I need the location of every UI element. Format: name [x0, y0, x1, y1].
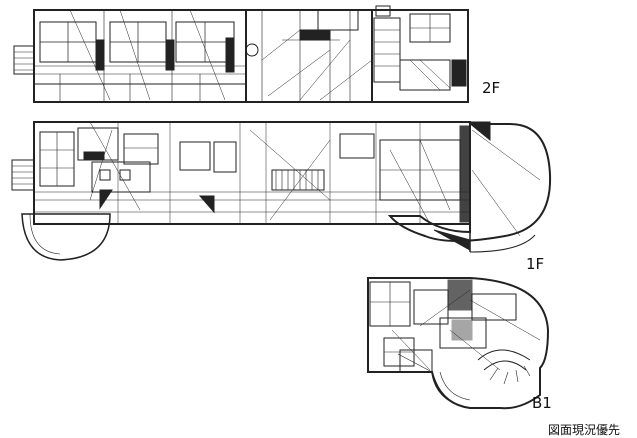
plan-2f-balcony	[33, 83, 247, 103]
plan-2f-middle	[245, 9, 373, 103]
floor-label-b1: B1	[532, 394, 552, 412]
plan-2f-left-wing	[33, 9, 247, 103]
plan-1f-curved-terrace	[21, 213, 111, 261]
floor-label-2f: 2F	[482, 79, 501, 97]
current-condition-note: 図面現況優先	[548, 423, 621, 437]
plan-1f	[11, 121, 552, 261]
plan-b1	[367, 277, 550, 410]
plan-1f-main-block	[33, 121, 471, 225]
plan-2f-right-wing	[371, 9, 469, 103]
plan-2f	[13, 5, 469, 103]
floor-label-1f: 1F	[526, 255, 545, 273]
